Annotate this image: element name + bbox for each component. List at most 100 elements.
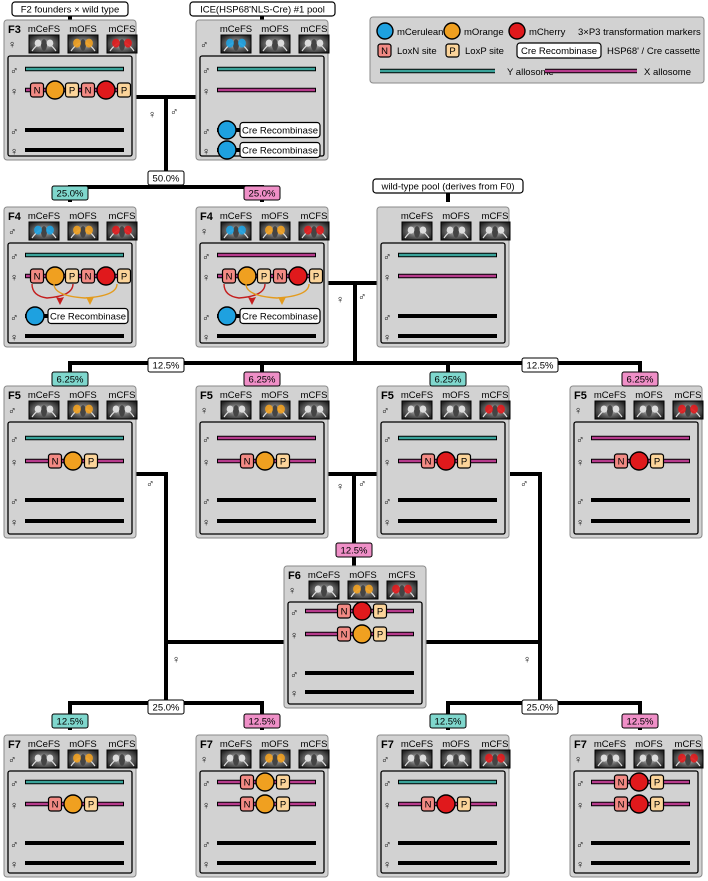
row-sex-symbol: ♀ xyxy=(290,630,298,642)
mcherry-marker xyxy=(629,451,649,471)
mcherry-marker xyxy=(436,794,456,814)
legend-markers-note: 3×P3 transformation markers xyxy=(578,27,701,38)
badge-label: 12.5% xyxy=(435,717,462,728)
loxn-site xyxy=(47,453,63,469)
fly-nose xyxy=(119,226,125,238)
column-label-mcfs: mCFS xyxy=(301,390,328,401)
fly-eye xyxy=(639,405,647,413)
row-sex-symbol: ♀ xyxy=(383,457,391,469)
generation-label: F5 xyxy=(381,390,394,402)
morange-marker xyxy=(255,794,275,814)
fly-nose xyxy=(119,39,125,51)
fly-nose xyxy=(272,754,278,766)
loxp-site xyxy=(372,603,388,619)
badge-f4-cross-right: 12.5% xyxy=(521,357,559,373)
row-sex-symbol: ♂ xyxy=(576,778,584,790)
row-sex-symbol: ♂ xyxy=(202,251,210,263)
row-sex-symbol: ♀ xyxy=(10,86,18,98)
row-sex-symbol: ♂ xyxy=(10,126,18,138)
fly-eye-glow xyxy=(497,753,505,763)
loxp-letter: P xyxy=(88,800,94,811)
fly-eye xyxy=(612,405,620,413)
fly-nose xyxy=(646,405,652,417)
column-label-mcefs: mCeFS xyxy=(220,739,252,750)
column-label-mcfs: mCFS xyxy=(675,390,702,401)
fly-eye xyxy=(46,405,54,413)
loxp-letter: P xyxy=(280,457,286,468)
column-label-mcefs: mCeFS xyxy=(220,24,252,35)
fly-eye-glow xyxy=(690,404,698,414)
fly-nose xyxy=(272,39,278,51)
fly-nose xyxy=(233,405,239,417)
fly-eye xyxy=(304,405,312,413)
morange-marker xyxy=(352,624,372,644)
mcerulean-marker xyxy=(217,120,237,140)
legend-x-label: X allosome xyxy=(644,67,691,78)
cre-recombinase-label: Cre Recombinase xyxy=(50,312,126,323)
fly-nose xyxy=(646,754,652,766)
genotype-box xyxy=(380,770,506,874)
fly-eye-glow xyxy=(124,38,132,48)
fly-nose xyxy=(41,226,47,238)
fly-nose xyxy=(41,754,47,766)
row-sex-symbol: ♂ xyxy=(202,839,210,851)
column-label-mofs: mOFS xyxy=(442,739,469,750)
title-box-text: wild-type pool (derives from F0) xyxy=(380,182,514,193)
row-sex-symbol: ♀ xyxy=(576,859,584,871)
loxp-site xyxy=(649,774,665,790)
fly-eye xyxy=(124,405,132,413)
row-sex-symbol: ♂ xyxy=(10,65,18,77)
excision-arrowhead xyxy=(86,297,94,305)
fly-nose xyxy=(80,39,86,51)
male-symbol: ♂ xyxy=(520,478,528,490)
fly-eye-glow xyxy=(497,404,505,414)
fly-eye xyxy=(304,754,312,762)
title-f3-founders: F2 founders × wild type xyxy=(11,1,129,17)
loxp-site xyxy=(308,268,324,284)
fly-eye xyxy=(112,405,120,413)
loxn-site xyxy=(613,796,629,812)
legend-loxp-label: LoxP site xyxy=(465,46,504,57)
loxn-letter: N xyxy=(618,800,625,811)
row-sex-symbol: ♂ xyxy=(202,434,210,446)
column-label-mcefs: mCeFS xyxy=(220,390,252,401)
badge-box xyxy=(243,713,281,729)
row-sex-symbol: ♂ xyxy=(10,434,18,446)
column-label-mofs: mOFS xyxy=(261,390,288,401)
female-symbol: ♀ xyxy=(336,481,344,493)
column-label-mofs: mOFS xyxy=(261,739,288,750)
legend: mCerulean mOrange mCherry 3×P3 transform… xyxy=(369,16,705,84)
fly-eye xyxy=(34,39,42,47)
row-sex-symbol: ♂ xyxy=(10,778,18,790)
row-sex-symbol: ♀ xyxy=(10,859,18,871)
loxn-site xyxy=(221,268,237,284)
fly-eye-glow xyxy=(277,404,285,414)
excision-arc-loxp xyxy=(53,283,118,299)
loxn-letter: N xyxy=(85,272,92,283)
loxp-site xyxy=(64,268,80,284)
loxp-site xyxy=(275,774,291,790)
genotype-box xyxy=(199,770,325,874)
column-label-mofs: mOFS xyxy=(69,739,96,750)
generation-label: F5 xyxy=(574,390,587,402)
title-wildtype-pool: wild-type pool (derives from F0) xyxy=(372,178,524,194)
badge-f5-4: 6.25% xyxy=(621,371,659,387)
row-sex-symbol: ♂ xyxy=(383,312,391,324)
cre-recombinase-label: Cre Recombinase xyxy=(242,126,318,137)
row-sex-symbol: ♂ xyxy=(10,251,18,263)
row-sex-symbol: ♀ xyxy=(202,86,210,98)
fly-eye-glow xyxy=(226,38,234,48)
fly-eye-glow xyxy=(85,225,93,235)
loxn-site xyxy=(239,796,255,812)
fly-nose xyxy=(453,405,459,417)
badge-box xyxy=(335,542,373,558)
badge-box xyxy=(243,371,281,387)
generation-label: F7 xyxy=(381,739,394,751)
fly-eye xyxy=(304,39,312,47)
